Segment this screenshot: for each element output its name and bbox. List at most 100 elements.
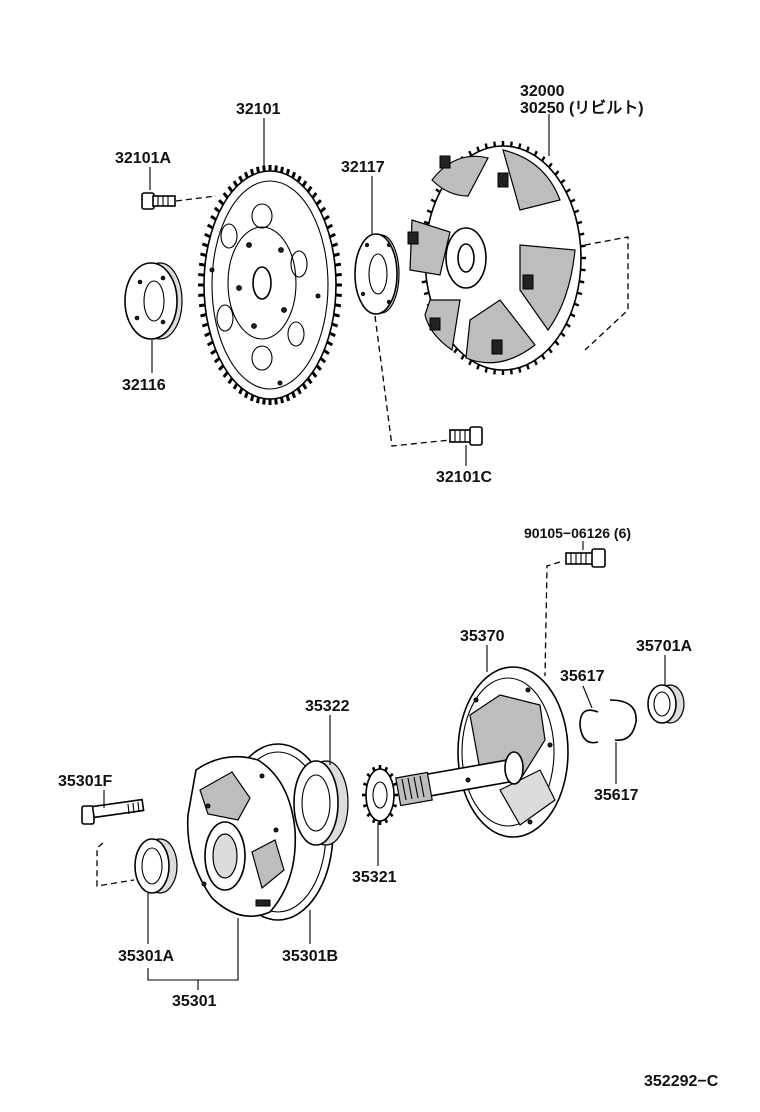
gear-tooth [306, 185, 313, 193]
gear-tooth [249, 394, 255, 402]
gear-tooth [256, 397, 261, 404]
snap-ring-35617-a [579, 709, 599, 744]
gear-tooth [533, 150, 538, 157]
bolt-32101a [141, 192, 217, 210]
gear-tooth [580, 268, 586, 272]
gear-tooth [285, 168, 291, 176]
gear-tooth [547, 347, 553, 354]
gear-tooth [333, 313, 340, 318]
gear-tooth [334, 303, 342, 308]
gear-tooth [243, 391, 249, 399]
gear-tooth [540, 354, 546, 360]
bolt-90105 [544, 548, 606, 677]
label-35322: 35322 [305, 698, 350, 715]
label-35301f: 35301F [58, 773, 112, 790]
gear-tooth [565, 322, 571, 328]
gear-tooth [423, 291, 430, 296]
label-32117: 32117 [341, 159, 385, 176]
gear-tooth [525, 146, 530, 152]
flywheel-ring-gear [198, 165, 342, 405]
gear-tooth [311, 371, 318, 378]
gear-tooth [569, 198, 576, 204]
gear-tooth [311, 192, 318, 199]
gear-tooth [335, 293, 342, 297]
gear-tooth [274, 165, 278, 172]
gear-tooth [573, 209, 580, 214]
gear-tooth [218, 364, 225, 371]
gear-tooth [291, 391, 297, 399]
gear-tooth [493, 369, 497, 375]
gear-tooth [198, 303, 206, 308]
gear-tooth [238, 175, 244, 183]
gear-tooth [198, 262, 206, 267]
gear-tooth [227, 377, 234, 385]
gear-tooth [306, 377, 313, 385]
label-32116: 32116 [122, 377, 166, 394]
label-35701a: 35701A [636, 638, 692, 655]
gear-tooth [573, 302, 580, 307]
gear-tooth [560, 178, 566, 184]
gear-tooth [279, 166, 284, 173]
oil-seal-35301a [134, 838, 178, 894]
gear-tooth [323, 349, 330, 356]
gear-tooth [576, 220, 583, 225]
gear-tooth [468, 359, 473, 366]
gear-tooth [421, 280, 427, 284]
gear-tooth [493, 141, 497, 147]
driven-gear-35322 [293, 760, 349, 846]
gear-tooth [315, 199, 322, 206]
gear-tooth [533, 359, 538, 366]
gear-tooth [301, 382, 308, 390]
gear-tooth [525, 364, 530, 370]
gear-tooth [484, 367, 488, 373]
gear-tooth [540, 156, 546, 162]
gear-tooth [554, 170, 560, 176]
gear-tooth [579, 232, 585, 236]
gear-tooth [274, 398, 278, 405]
gear-tooth [484, 143, 488, 149]
gear-tooth [227, 185, 234, 193]
gear-tooth [232, 382, 239, 390]
label-35617-a: 35617 [560, 668, 605, 685]
gear-tooth [453, 347, 459, 354]
gear-tooth [243, 171, 249, 179]
spacer-32116 [124, 262, 183, 340]
label-32101a: 32101A [115, 150, 171, 167]
gear-tooth [262, 398, 266, 405]
gear-tooth [206, 223, 214, 230]
label-90105: 90105−06126 (6) [524, 525, 631, 541]
snap-ring-35617-b [609, 699, 637, 741]
gear-tooth [296, 175, 302, 183]
drive-gear-35321 [362, 765, 398, 825]
gear-tooth [296, 387, 302, 395]
gear-tooth [256, 166, 261, 173]
label-35617-b: 35617 [594, 787, 639, 804]
label-30250: 30250 (リビルト) [520, 99, 644, 117]
stator-support-35370 [395, 666, 569, 838]
gear-tooth [430, 198, 437, 204]
gear-tooth [334, 262, 342, 267]
gear-tooth [509, 141, 513, 147]
gear-tooth [213, 357, 221, 364]
gear-tooth [426, 209, 433, 214]
label-32000: 32000 [520, 83, 565, 100]
gear-tooth [206, 340, 214, 347]
gear-tooth [315, 364, 322, 371]
gear-tooth [319, 357, 327, 364]
plate-32117 [354, 233, 400, 315]
gear-tooth [198, 273, 205, 277]
gear-tooth [279, 397, 284, 404]
label-32101c: 32101C [436, 469, 492, 486]
gear-tooth [249, 168, 255, 176]
gear-tooth [210, 349, 217, 356]
label-35301a: 35301A [118, 948, 174, 965]
gear-tooth [518, 367, 522, 373]
gear-tooth [476, 146, 481, 152]
gear-tooth [198, 293, 205, 297]
gear-tooth [291, 171, 297, 179]
gear-tooth [554, 340, 560, 346]
bolt-35301f [81, 798, 145, 887]
gear-tooth [476, 364, 481, 370]
gear-tooth [326, 340, 334, 347]
